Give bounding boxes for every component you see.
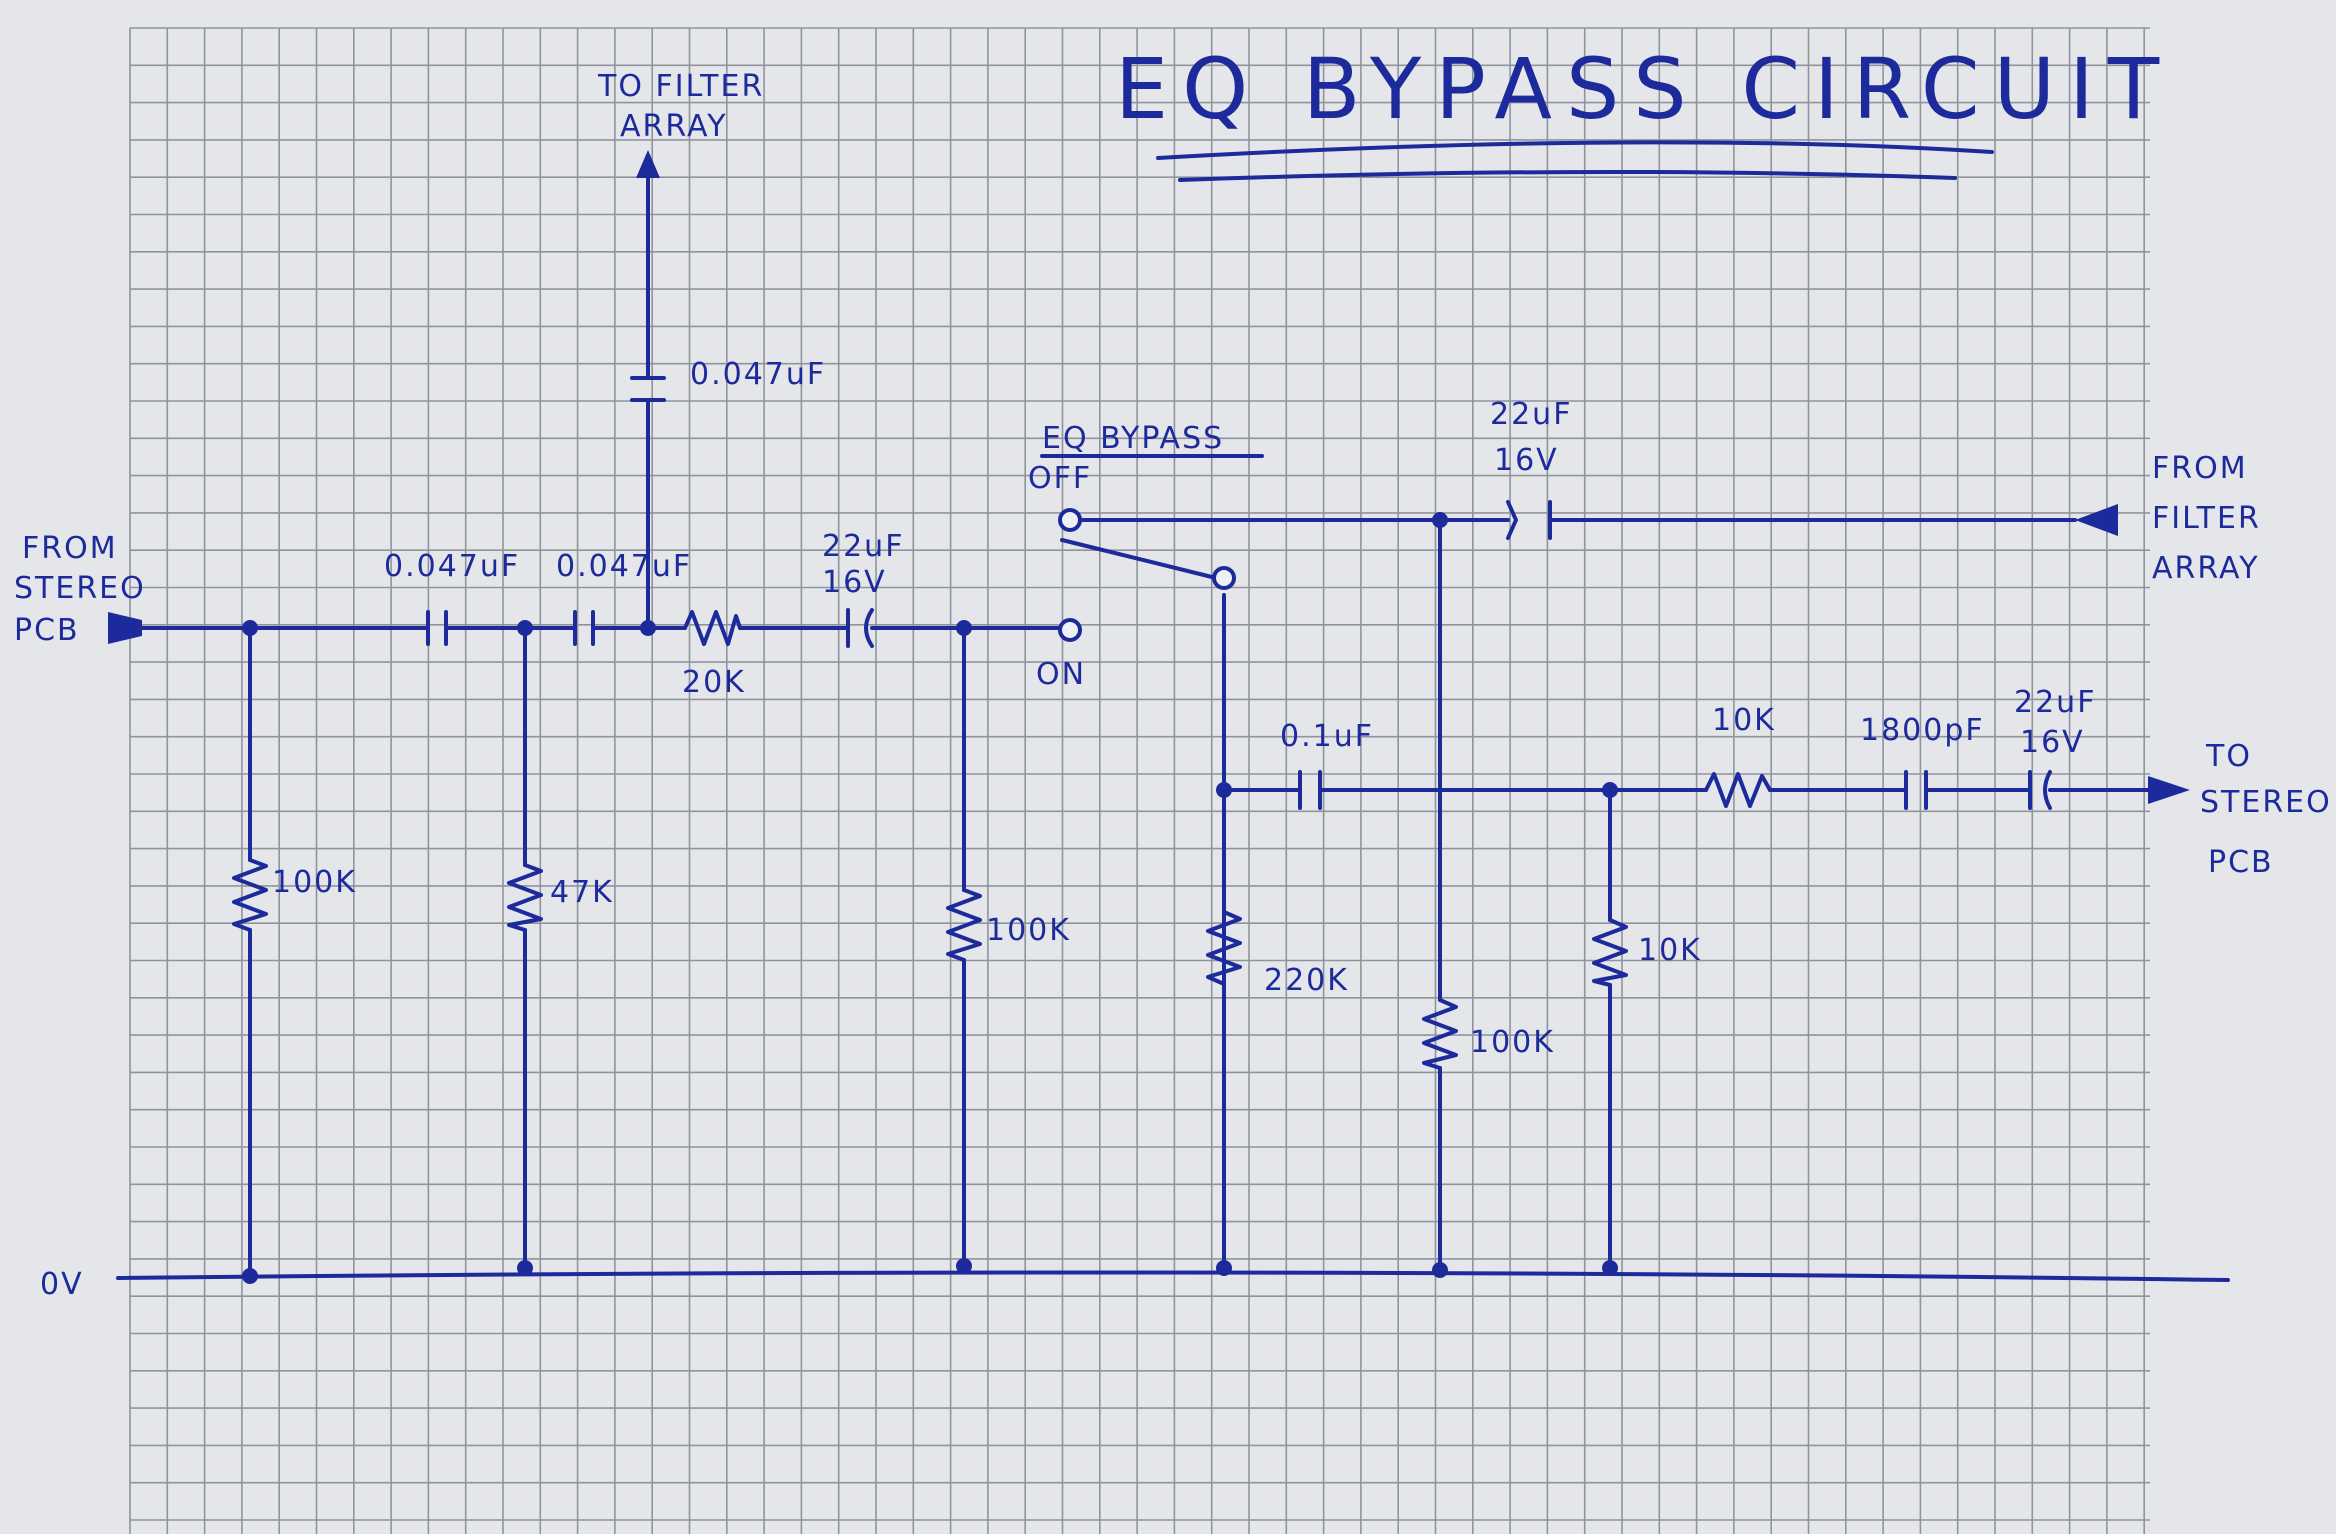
junction-dot: [956, 620, 972, 636]
label-c-output-22-a: 22uF: [2014, 685, 2096, 720]
cap-22uf-input: [846, 608, 874, 648]
junction-dot: [1432, 1262, 1448, 1278]
label-c-series-2: 0.047uF: [556, 549, 692, 584]
wires: [116, 168, 2230, 1282]
junction-dot: [956, 1258, 972, 1274]
resistor-100k-2: [946, 888, 982, 962]
label-c-filter-feed: 0.047uF: [690, 357, 826, 392]
junction-dot: [1602, 1260, 1618, 1276]
switch-blade: [1060, 538, 1218, 580]
label-c-01uf: 0.1uF: [1280, 719, 1374, 754]
cap-01uf: [1298, 770, 1322, 810]
cap-22uf-output: [2028, 770, 2052, 810]
junction-dot: [242, 1268, 258, 1284]
label-r-100k-2: 100K: [986, 913, 1071, 948]
label-c-1800pf: 1800pF: [1860, 713, 1985, 748]
switch-off-terminal: [1058, 508, 1082, 532]
switch-off-label: OFF: [1028, 461, 1092, 496]
cap-0047-filter: [630, 376, 666, 402]
cap-1800pf: [1904, 770, 1928, 810]
resistor-10k-shunt: [1592, 918, 1628, 987]
arrow-to-stereo-pcb: [2148, 776, 2190, 804]
label-r-100k-3: 100K: [1470, 1025, 1555, 1060]
grid-lines: [129, 27, 2150, 1534]
junction-dot: [1602, 782, 1618, 798]
resistor-47k: [507, 863, 543, 932]
resistor-20k: [683, 610, 742, 646]
junction-dot: [1216, 1260, 1232, 1276]
arrow-to-filter-array: [636, 150, 660, 178]
cap-0047-a: [426, 610, 448, 646]
cap-0047-b: [573, 610, 595, 646]
from-stereo-pcb-line-2: STEREO: [14, 571, 146, 606]
label-r-47k: 47K: [550, 875, 614, 910]
junction-dot: [640, 620, 656, 636]
to-filter-array-line-2: ARRAY: [620, 109, 728, 144]
switch-title: EQ BYPASS: [1042, 421, 1224, 456]
ground-label: 0V: [40, 1267, 84, 1302]
to-filter-array-line-1: TO FILTER: [597, 69, 764, 104]
label-c-series-1: 0.047uF: [384, 549, 520, 584]
resistor-10k-series: [1704, 772, 1772, 808]
label-r-10k-shunt: 10K: [1638, 933, 1702, 968]
switch-on-terminal: [1058, 618, 1082, 642]
label-c-return-22-b: 16V: [1494, 443, 1559, 478]
ground-rail: [116, 1270, 2230, 1282]
diagram-title: EQ BYPASS CIRCUIT: [1115, 40, 2173, 138]
from-stereo-pcb-line-3: PCB: [14, 613, 80, 648]
label-c-input-22-b: 16V: [822, 565, 887, 600]
label-r-20k: 20K: [682, 665, 746, 700]
from-stereo-pcb-line-1: FROM: [22, 531, 118, 566]
arrow-from-stereo-pcb: [108, 612, 142, 644]
resistor-100k-1: [232, 858, 268, 932]
junction-dot: [517, 1260, 533, 1276]
from-filter-array-line-3: ARRAY: [2152, 551, 2260, 586]
label-r-100k-1: 100K: [272, 865, 357, 900]
resistors: [232, 610, 1772, 1070]
junctions: [242, 512, 1618, 1284]
title-underline-2: [1178, 169, 1957, 182]
to-stereo-pcb-line-1: TO: [2205, 739, 2252, 774]
title-underline-1: [1156, 140, 1994, 160]
switch-on-label: ON: [1036, 657, 1086, 692]
to-stereo-pcb-line-2: STEREO: [2200, 785, 2332, 820]
arrow-from-filter-array: [2075, 504, 2118, 536]
from-filter-array-line-1: FROM: [2152, 451, 2248, 486]
resistor-100k-3: [1422, 998, 1458, 1070]
label-r-220k: 220K: [1264, 963, 1349, 998]
label-c-input-22-a: 22uF: [822, 529, 904, 564]
from-filter-array-line-2: FILTER: [2152, 501, 2261, 536]
junction-dot: [517, 620, 533, 636]
cap-22uf-return: [1506, 500, 1552, 540]
switch-common-terminal: [1212, 566, 1236, 590]
junction-dot: [1216, 782, 1232, 798]
to-stereo-pcb-line-3: PCB: [2208, 845, 2274, 880]
resistor-220k: [1206, 910, 1242, 986]
label-r-10k-series: 10K: [1712, 703, 1776, 738]
junction-dot: [242, 620, 258, 636]
label-c-output-22-b: 16V: [2020, 725, 2085, 760]
label-c-return-22-a: 22uF: [1490, 397, 1572, 432]
capacitors: [426, 376, 2052, 810]
junction-dot: [1432, 512, 1448, 528]
